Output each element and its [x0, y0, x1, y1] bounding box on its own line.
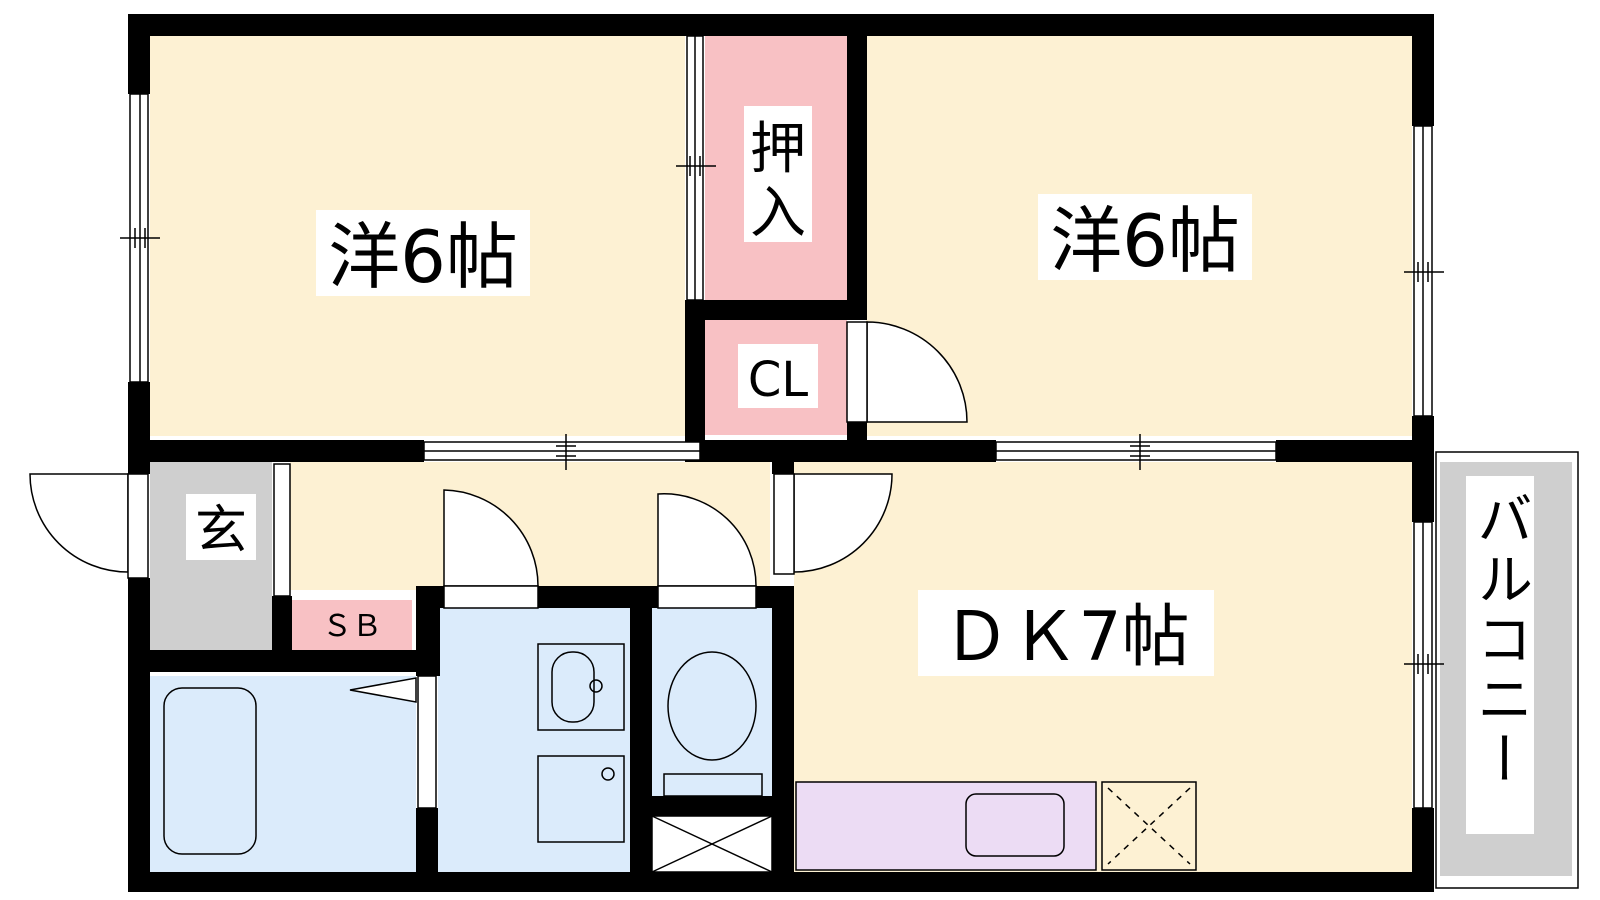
room-shoe-box [292, 600, 412, 650]
fixtures [163, 643, 1197, 873]
bath-door-frame [417, 675, 437, 809]
room-toilet [652, 606, 772, 796]
toilet-bowl [667, 651, 757, 761]
wall-oshiire-right [847, 14, 867, 302]
wall-bath-washroom [416, 808, 438, 892]
bath-faucet [349, 677, 417, 703]
label-oshiire-bottom: 入 [750, 181, 806, 246]
label-entrance: 玄 [195, 501, 247, 561]
label-western-left: 洋6帖 [328, 215, 518, 299]
wall-mid-right [1276, 440, 1434, 462]
label-closet: CL [748, 352, 809, 408]
wall-sb-left [272, 596, 292, 672]
wall-outer-right-mid [1412, 416, 1434, 522]
washing-machine-space [537, 755, 625, 843]
wall-outer-right-bottom [1412, 808, 1434, 892]
stove-space [1101, 781, 1197, 871]
walls [128, 14, 1434, 892]
wall-toilet-storage [652, 796, 772, 816]
wall-corridor-bottom-a [416, 586, 444, 608]
door-toilet [657, 493, 757, 587]
wall-outer-left-top [128, 14, 150, 94]
label-western-right: 洋6帖 [1050, 199, 1240, 283]
door-closet [866, 321, 968, 423]
label-dining-kitchen: ＤＫ7帖 [942, 598, 1189, 677]
wall-outer-left-bottom [128, 578, 150, 892]
wall-toilet-right [772, 586, 794, 892]
wall-mid-left [128, 440, 424, 462]
kitchen-sink [965, 793, 1065, 857]
wall-oshiire-left [685, 300, 705, 462]
label-balcony: バルコニー [1468, 490, 1533, 790]
wall-outer-right-top [1412, 14, 1434, 126]
storage-box [651, 815, 773, 873]
bathtub [163, 687, 257, 855]
door-dk [793, 473, 893, 573]
wall-oshiire-bottom [685, 300, 867, 320]
kitchen-counter [796, 782, 1096, 870]
wall-dk-left-upper [772, 462, 794, 474]
wash-basin [537, 643, 625, 731]
wall-closet-right [847, 422, 867, 462]
windows [120, 35, 1444, 809]
doors [29, 321, 968, 609]
wall-corridor-bottom-b [538, 586, 658, 608]
entrance-inner-frame [273, 463, 291, 597]
label-oshiire-top: 押 [750, 117, 806, 182]
toilet-tank [663, 773, 763, 797]
kitchen-stove-area [1096, 782, 1192, 870]
wall-outer-top [128, 14, 1434, 36]
door-washroom [443, 489, 539, 587]
label-shoe-box: ＳＢ [322, 609, 382, 644]
labels: 洋6帖 洋6帖 押 入 CL 玄 ＳＢ ＤＫ7帖 バルコニー [186, 106, 1534, 834]
door-front [29, 473, 129, 573]
wall-washroom-toilet [630, 586, 652, 892]
